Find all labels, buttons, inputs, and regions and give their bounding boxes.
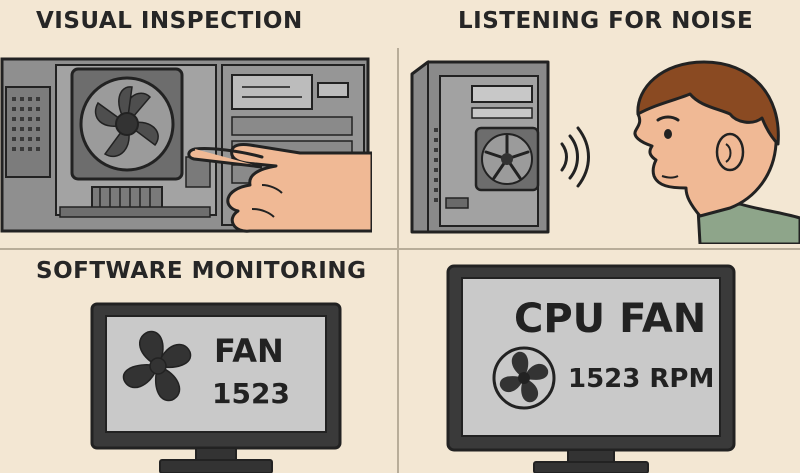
monitor-fan-value: 1523 [212,377,290,410]
software-monitoring-heading: SOFTWARE MONITORING [36,258,367,284]
listening-for-noise-heading: LISTENING FOR NOISE [458,8,754,34]
monitor-icon [446,264,736,473]
open-pc-case-illustration [0,57,372,233]
pointing-hand-icon [187,143,372,233]
fan-icon [70,67,184,181]
visual-inspection-heading: VISUAL INSPECTION [36,8,303,34]
horizontal-divider [0,248,800,250]
fan-icon [492,346,556,410]
fan-icon [122,330,192,402]
tower-case-icon [410,60,550,234]
cpu-fan-title: CPU FAN [514,296,707,342]
listening-illustration [410,60,800,244]
fan-icon [474,126,540,192]
monitor-icon [90,302,342,473]
monitor-fan-label: FAN [214,332,284,370]
cpu-fan-reading: 1523 RPM [568,364,715,394]
person-head-icon [633,60,800,244]
vertical-divider [397,48,399,473]
sound-waves-icon [560,126,590,188]
